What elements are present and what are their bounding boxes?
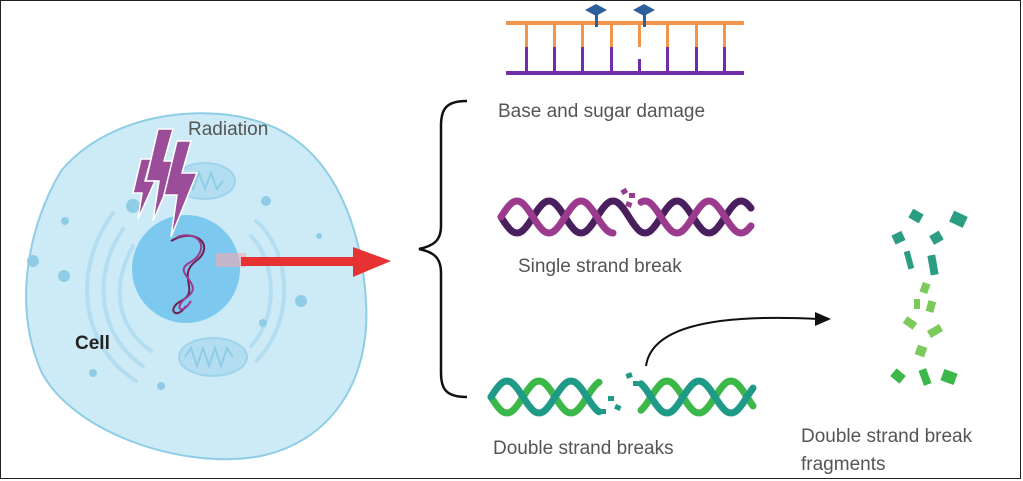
base-rung-bottom [610,47,613,71]
lesion-icon-1 [585,4,607,27]
cell [25,112,368,461]
label-fragments-line1: Double strand break [801,426,973,447]
dna-base-sugar-damage [506,4,744,75]
base-rung-bottom [638,59,641,71]
base-rung-bottom [666,47,669,71]
chromatin [170,234,206,315]
dna-double-strand-breaks [487,372,757,417]
base-rung-top [666,25,669,47]
label-radiation: Radiation [188,119,268,140]
base-rung-bottom [723,47,726,71]
base-rung-top [525,25,528,47]
curved-arrow [645,312,831,367]
base-rung-top [723,25,726,47]
endoplasmic-reticulum [85,211,287,383]
label-base-sugar-damage: Base and sugar damage [498,101,705,122]
base-rung-bottom [553,47,556,71]
mitochondrion-bottom [178,337,248,377]
base-rung-top [638,25,641,47]
lesion-icon-2 [633,4,655,27]
arrow-glow [216,253,246,267]
red-arrow [241,247,391,277]
base-rung-top [610,25,613,47]
base-rung-top [581,25,584,47]
lightning-icon [132,128,199,238]
base-rung-top [695,25,698,47]
base-rung-bottom [695,47,698,71]
base-rung-bottom [525,47,528,71]
nucleus [132,215,240,323]
curly-brace [418,99,468,399]
label-single-strand-break: Single strand break [518,256,682,277]
base-rung-bottom [581,47,584,71]
vesicles [27,196,322,390]
label-fragments-line2: fragments [801,454,885,475]
dna-single-strand-break [497,187,755,237]
label-cell: Cell [75,333,110,354]
base-rung-top [553,25,556,47]
label-double-strand-breaks: Double strand breaks [493,438,674,459]
dsb-fragments [890,208,968,386]
